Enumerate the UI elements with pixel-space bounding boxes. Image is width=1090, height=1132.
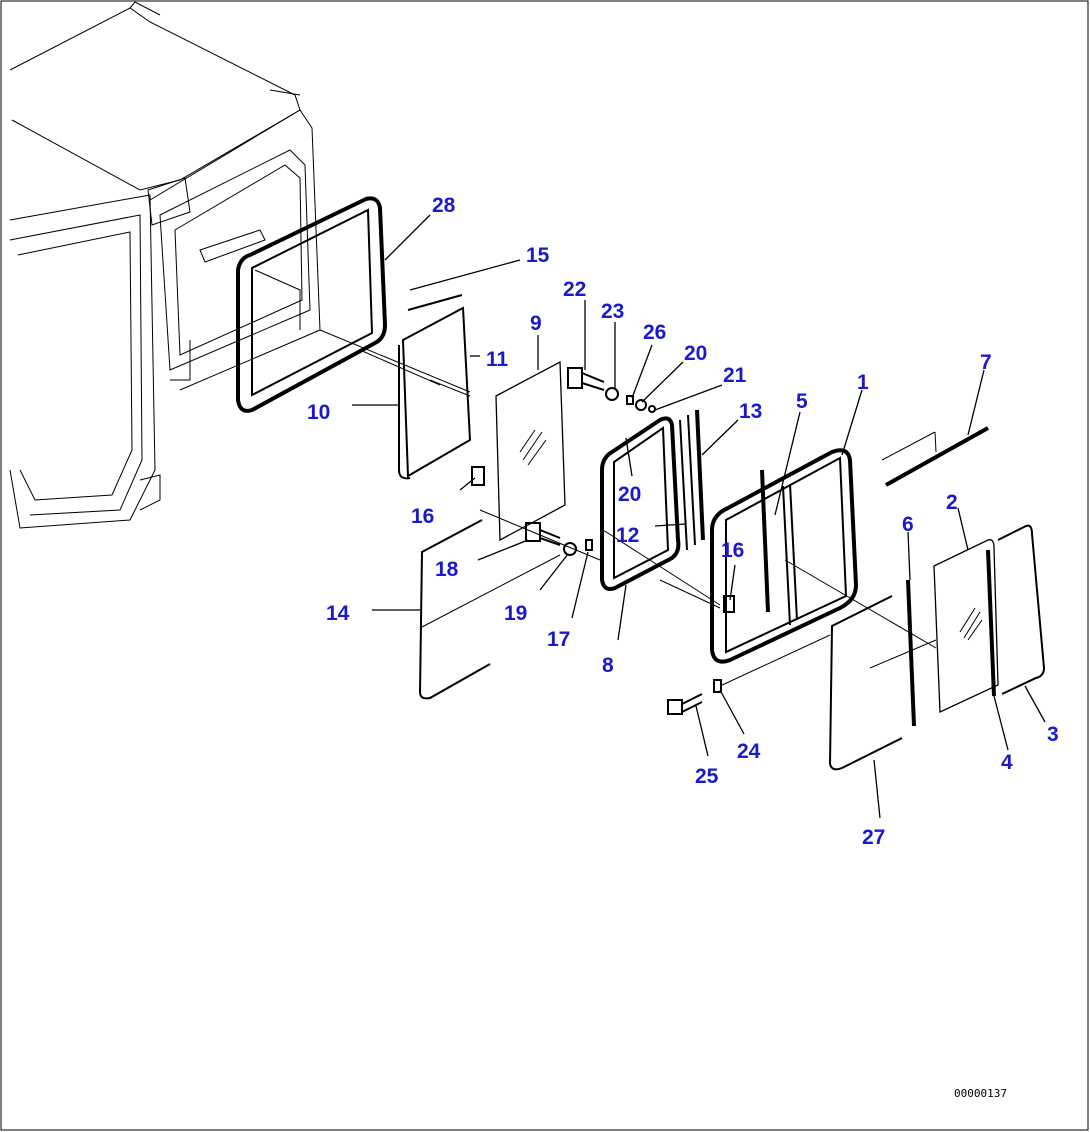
glass-9 <box>495 360 566 542</box>
callout-2: 2 <box>946 491 958 514</box>
bolt-25 <box>667 693 703 715</box>
seal-3 <box>997 524 1046 695</box>
callout-7: 7 <box>980 351 992 374</box>
bolt-22 <box>567 367 605 391</box>
callout-12: 12 <box>616 524 639 547</box>
channel-13 <box>695 409 705 541</box>
bar-5 <box>760 469 770 613</box>
clip-17 <box>585 539 593 551</box>
callout-16: 16 <box>411 505 434 528</box>
callout-21: 21 <box>723 364 747 387</box>
callout-18: 18 <box>435 558 459 581</box>
nut-23 <box>605 387 619 401</box>
channel-12b <box>687 414 696 546</box>
callout-4: 4 <box>1001 751 1013 774</box>
window-frame-1 <box>710 448 858 664</box>
callout-1: 1 <box>857 371 869 394</box>
callout-28: 28 <box>432 194 456 217</box>
seal-27 <box>828 595 903 771</box>
callout-24: 24 <box>737 740 761 763</box>
sash-frame-8 <box>600 416 681 591</box>
callout-10: 10 <box>307 401 330 424</box>
callout-3: 3 <box>1047 723 1059 746</box>
clip-16 <box>471 466 485 486</box>
callout-22: 22 <box>563 278 586 301</box>
reference-code: 00000137 <box>954 1087 1007 1100</box>
clip-16b <box>723 595 735 613</box>
callout-17: 17 <box>547 628 570 651</box>
cab-body <box>9 1 471 529</box>
frame-10 <box>401 306 472 478</box>
callout-6: 6 <box>902 513 914 536</box>
leader-lines <box>352 214 1046 819</box>
callout-15: 15 <box>526 244 550 267</box>
channel-12 <box>679 419 688 551</box>
washer-26 <box>626 395 634 405</box>
outer-seal-28-inner <box>251 208 374 397</box>
glass-2 <box>933 539 999 714</box>
glass-9-hatch <box>519 429 547 466</box>
callout-11: 11 <box>486 348 509 371</box>
callout-14: 14 <box>326 602 350 625</box>
glass-2-hatch <box>959 607 983 641</box>
projection-lines <box>419 379 937 687</box>
callout-27: 27 <box>862 826 885 849</box>
strip-7 <box>885 426 989 487</box>
outer-seal-28 <box>236 196 387 413</box>
callout-25: 25 <box>695 765 719 788</box>
spring-20 <box>635 399 647 411</box>
callout-13: 13 <box>739 400 762 423</box>
callout-9: 9 <box>530 312 542 335</box>
callout-labels: 28 15 22 23 26 20 21 9 11 10 16 18 14 19… <box>307 194 1059 849</box>
callout-8: 8 <box>602 654 614 677</box>
bolt-18 <box>525 522 561 546</box>
callout-20b: 20 <box>618 483 641 506</box>
callout-16b: 16 <box>721 539 744 562</box>
callout-19: 19 <box>504 602 527 625</box>
washer-21 <box>648 405 656 413</box>
callout-20: 20 <box>684 342 707 365</box>
strip-6 <box>906 579 916 727</box>
seal-14 <box>418 519 491 700</box>
seal-4 <box>986 549 996 697</box>
callout-5: 5 <box>796 390 808 413</box>
strip-15 <box>407 294 463 311</box>
washer-19 <box>563 542 577 556</box>
callout-26: 26 <box>643 321 666 344</box>
callout-23: 23 <box>601 300 624 323</box>
